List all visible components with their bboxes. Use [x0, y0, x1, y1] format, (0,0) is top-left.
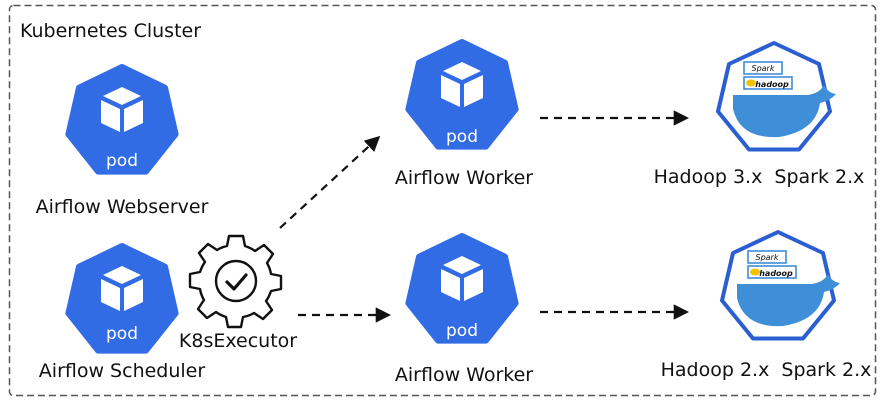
worker1-label: Airflow Worker [395, 167, 533, 189]
spark-logo: Spark [752, 64, 775, 73]
executor-label: K8sExecutor [179, 330, 297, 352]
cluster-boundary [8, 4, 877, 397]
gear-check-icon [188, 234, 283, 329]
webserver-pod: pod Airflow Webserver [36, 67, 209, 218]
webserver-label: Airflow Webserver [36, 196, 209, 218]
worker2-pod: pod Airflow Worker [395, 236, 533, 386]
pod-icon-text: pod [106, 151, 138, 171]
worker2-label: Airflow Worker [395, 364, 533, 386]
pod-icon-text: pod [446, 127, 478, 147]
image2: Spark hadoop Hadoop 2.x Spark 2.x [661, 230, 872, 381]
image1-label: Hadoop 3.x Spark 2.x [654, 166, 865, 188]
docker-whale-icon [720, 230, 842, 341]
docker-whale-icon [716, 41, 838, 152]
hadoop-logo: hadoop [759, 269, 793, 278]
pod-icon-text: pod [446, 321, 478, 341]
worker1-pod: pod Airflow Worker [395, 42, 533, 189]
image1: Spark hadoop Hadoop 3.x Spark 2.x [654, 41, 865, 188]
executor: K8sExecutor [179, 234, 297, 352]
scheduler-label: Airflow Scheduler [39, 360, 206, 382]
scheduler-pod: pod Airflow Scheduler [39, 246, 206, 382]
hadoop-logo: hadoop [755, 80, 789, 89]
arrow-executor-to-worker1 [279, 135, 381, 229]
spark-logo: Spark [756, 253, 779, 262]
cluster-title: Kubernetes Cluster [20, 20, 201, 42]
pod-icon-text: pod [106, 324, 138, 344]
image2-label: Hadoop 2.x Spark 2.x [661, 359, 872, 381]
